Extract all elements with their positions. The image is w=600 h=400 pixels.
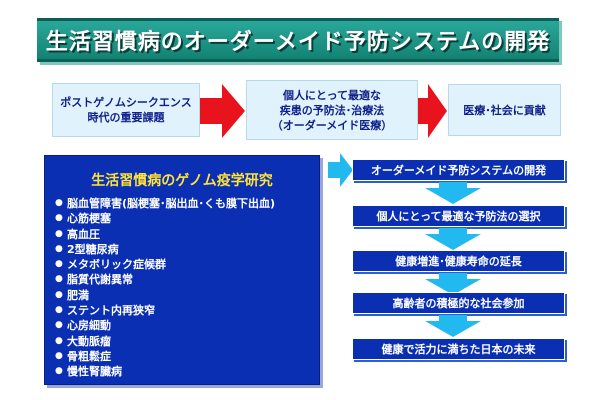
bullet-icon: ● [55,274,63,285]
list-item: ●2型糖尿病 [55,242,119,256]
study-title: 生活習慣病のゲノム疫学研究 [91,173,273,189]
bullet-icon: ● [55,305,63,316]
list-item: ●大動脈瘤 [55,334,111,348]
disease-list: ●脳血管障害(脳梗塞･脳出血･くも膜下出血) ●心筋梗塞 ●高血圧 ●2型糖尿病… [55,196,275,380]
bullet-icon: ● [55,213,63,224]
bullet-icon: ● [55,228,63,239]
flow-box-contribution-label: 医療･社会に貢献 [463,103,546,117]
down-arrow-2-icon [425,228,481,250]
down-arrow-4-icon [425,315,481,337]
step-vital-future: 健康で活力に満ちた日本の未来 [352,338,565,360]
list-item: ●脳血管障害(脳梗塞･脳出血･くも膜下出血) [55,197,276,210]
down-arrow-1-icon [425,182,481,204]
list-item: ●心筋梗塞 [55,212,111,226]
bullet-icon: ● [55,320,63,331]
bullet-icon: ● [55,259,63,270]
bullet-icon: ● [55,289,63,300]
list-item: ●脂質代謝異常 [55,273,133,287]
list-item: ●メタボリック症候群 [55,258,166,272]
step-elderly-participation: 高齢者の積極的な社会参加 [352,292,565,314]
bullet-icon: ● [55,335,63,346]
step-develop-system: オーダーメイド予防システムの開発 [352,159,565,181]
bullet-icon: ● [55,350,63,361]
step-health-promotion: 健康増進･健康寿命の延長 [352,250,565,272]
big-right-arrow-icon [328,153,353,187]
flow-box-personal-line2: 疾患の予防法･治療法 [279,103,385,117]
list-item: ●高血圧 [55,227,100,241]
flow-box-post-genome-line1: ポストゲノムシークエンス [60,96,192,109]
list-item: ●心房細動 [55,319,111,333]
flow-box-post-genome-line2: 時代の重要課題 [87,111,165,124]
down-arrow-3-icon [425,273,481,295]
list-item: ●肥満 [55,288,89,302]
genome-study-panel: 生活習慣病のゲノム疫学研究 ●脳血管障害(脳梗塞･脳出血･くも膜下出血) ●心筋… [44,155,320,385]
bullet-icon: ● [55,366,63,377]
red-arrow-1-icon [200,84,245,138]
flow-box-personal-line1: 個人にとって最適な [282,88,382,102]
step-optimal-prevention: 個人にとって最適な予防法の選択 [352,205,565,227]
red-arrow-2-icon [418,84,447,138]
flow-box-personal-line3: （オーダーメイド医療） [271,118,393,132]
list-item: ●ステント内再狭窄 [55,304,155,318]
bullet-icon: ● [55,243,63,254]
flow-box-post-genome: ポストゲノムシークエンス 時代の重要課題 [52,83,200,137]
list-item: ●骨粗鬆症 [55,349,111,363]
title-banner: 生活習慣病のオーダーメイド予防システムの開発 [37,18,559,62]
list-item: ●慢性腎臓病 [55,365,122,379]
flow-box-contribution: 医療･社会に貢献 [448,84,561,136]
flow-box-personal-prevention: 個人にとって最適な 疾患の予防法･治療法 （オーダーメイド医療） [246,80,418,140]
page-title: 生活習慣病のオーダーメイド予防システムの開発 [45,30,551,55]
bullet-icon: ● [55,198,63,208]
